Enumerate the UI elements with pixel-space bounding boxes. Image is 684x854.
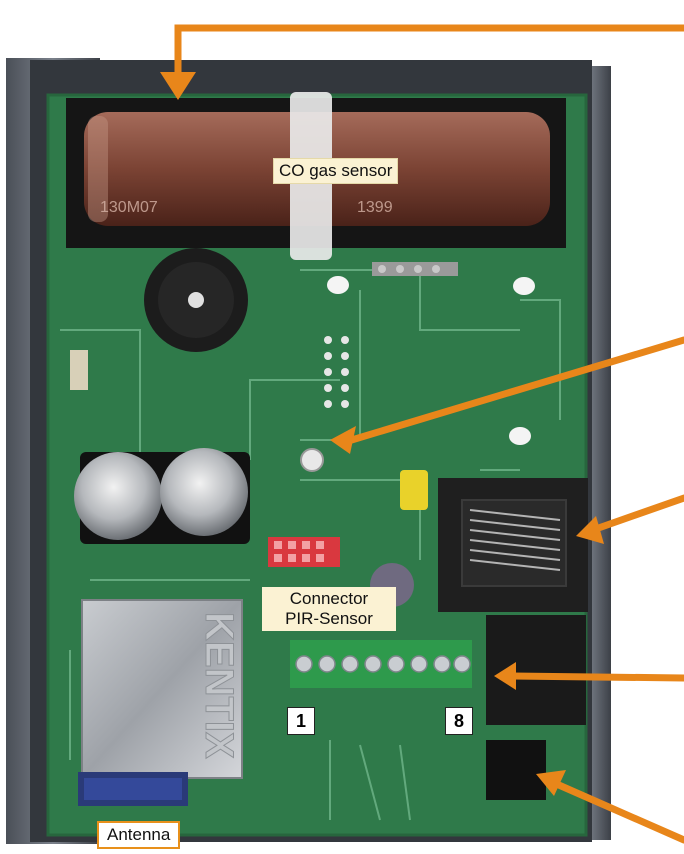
arrow-led [341, 336, 684, 446]
terminal-pin-1-label: 1 [287, 707, 315, 735]
arrow-connector [548, 778, 684, 844]
arrow-co-sensor [174, 24, 684, 86]
antenna-label: Antenna [97, 821, 181, 849]
svg-text:1399: 1399 [357, 199, 393, 216]
arrow-heads [160, 72, 604, 796]
connector-label-line2: PIR-Sensor [285, 609, 373, 628]
arrows [174, 24, 684, 844]
svg-text:KENTIX: KENTIX [197, 612, 241, 759]
arrow-rj45 [586, 494, 684, 535]
svg-text:130M07: 130M07 [100, 199, 158, 216]
terminal-pin-8-label: 8 [445, 707, 473, 735]
connector-pir-sensor-label: Connector PIR-Sensor [262, 587, 396, 631]
arrow-terminal [508, 672, 684, 682]
connector-label-line1: Connector [289, 589, 369, 608]
co-gas-sensor-label: CO gas sensor [273, 158, 399, 184]
